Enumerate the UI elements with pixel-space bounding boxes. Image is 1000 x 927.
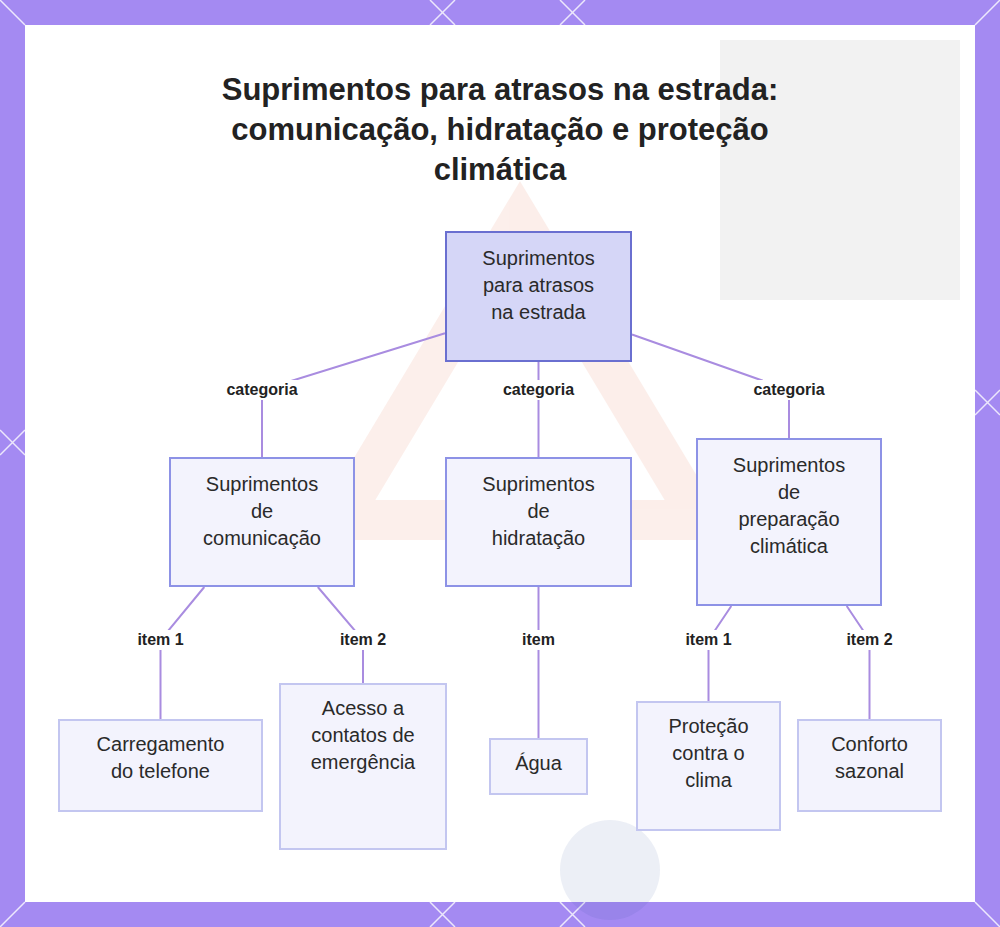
edge-label: item 1 <box>682 630 734 650</box>
item-box: Acesso a contatos de emergência <box>279 683 447 850</box>
connector-line <box>538 362 540 457</box>
box-text: Carregamento do telefone <box>95 731 226 785</box>
item-box: Carregamento do telefone <box>58 719 263 812</box>
white-panel <box>25 25 975 902</box>
connector-line <box>538 587 540 738</box>
box-text: Acesso a contatos de emergência <box>310 695 416 776</box>
box-text: Suprimentos de hidratação <box>481 471 596 552</box>
edge-label: categoria <box>750 380 827 400</box>
connector-line <box>161 587 205 719</box>
box-text: Suprimentos para atrasos na estrada <box>477 245 600 326</box>
edge-label: item 2 <box>843 630 895 650</box>
edge-label: categoria <box>223 380 300 400</box>
edge-label: item 1 <box>134 630 186 650</box>
box-text: Suprimentos de preparação climática <box>730 452 848 560</box>
box-text: Água <box>501 750 576 777</box>
category-box: Suprimentos de comunicação <box>169 457 355 587</box>
edge-label: categoria <box>500 380 577 400</box>
box-text: Proteção contra o clima <box>665 713 752 794</box>
category-box: Suprimentos de preparação climática <box>696 438 882 606</box>
category-box: Suprimentos de hidratação <box>445 457 632 587</box>
root-box: Suprimentos para atrasos na estrada <box>445 231 632 362</box>
item-box: Água <box>489 738 588 795</box>
connector-line <box>709 606 732 701</box>
edge-label: item <box>519 630 558 650</box>
box-text: Suprimentos de comunicação <box>203 471 321 552</box>
box-text: Conforto sazonal <box>819 731 920 785</box>
edge-label: item 2 <box>337 630 389 650</box>
diagram-title: Suprimentos para atrasos na estrada: com… <box>165 70 835 190</box>
connector-line <box>847 606 870 719</box>
item-box: Conforto sazonal <box>797 719 942 812</box>
item-box: Proteção contra o clima <box>636 701 781 831</box>
